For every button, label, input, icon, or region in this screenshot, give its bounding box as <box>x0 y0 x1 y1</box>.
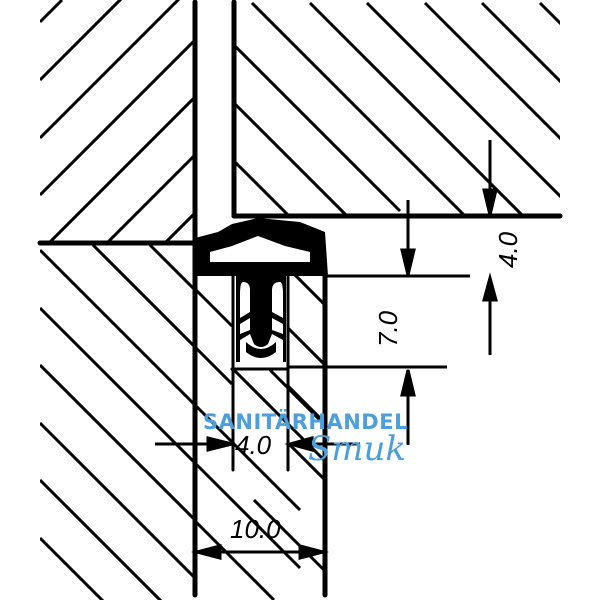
dimension-label-groove-depth: 7.0 <box>373 310 403 347</box>
watermark-line2: Smuk <box>308 429 406 469</box>
dimension-label-groove-width: 4.0 <box>235 430 272 460</box>
dimension-lines <box>155 140 498 560</box>
hatch-top-right <box>234 1 560 216</box>
dimension-label-top-gap: 4.0 <box>493 231 523 268</box>
hatch-top-left <box>40 0 195 243</box>
watermark-line1: SANITÄRHANDEL <box>203 409 408 434</box>
section-outlines <box>37 0 563 598</box>
seal-profile <box>195 218 328 362</box>
hatch-bottom-left <box>40 243 195 600</box>
dimension-label-overall-width: 10.0 <box>230 514 281 544</box>
